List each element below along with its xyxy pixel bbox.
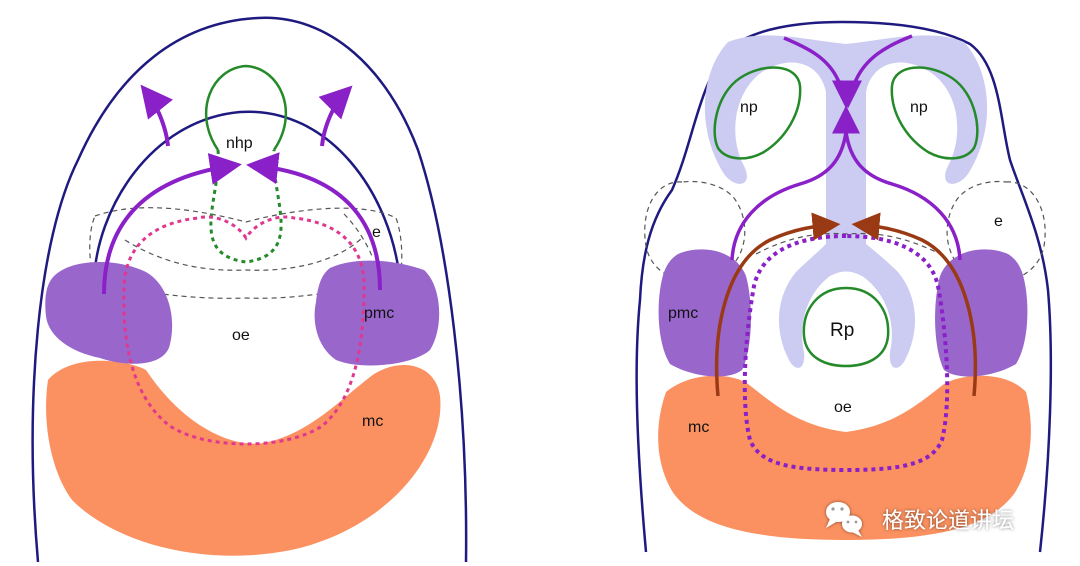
right-nasal-light-blue	[704, 35, 988, 368]
left-label-mc: mc	[362, 413, 383, 430]
left-crest-arrow-up-right	[318, 85, 353, 147]
right-oe-purple-dotted	[742, 233, 950, 473]
left-mc-region	[46, 360, 441, 556]
left-label-e: e	[372, 224, 381, 241]
left-label-pmc: pmc	[364, 305, 394, 322]
right-panel: np np e pmc Rp oe mc	[635, 20, 1053, 553]
left-eye-dashed-inner	[124, 237, 363, 271]
left-panel: nhp e pmc oe mc	[31, 16, 468, 563]
right-label-mc: mc	[688, 419, 709, 436]
left-pmc-left	[45, 261, 173, 364]
left-inner-outline	[92, 110, 402, 283]
right-label-e: e	[994, 213, 1003, 230]
watermark-text: 格致论道讲坛	[882, 509, 1014, 534]
right-crest-top-right	[834, 34, 913, 109]
right-rp-outline	[802, 286, 890, 368]
right-pmc-left	[658, 249, 751, 377]
left-crest-arrow-up-left	[140, 84, 173, 147]
right-np-left-outline	[713, 66, 802, 160]
left-crest-arrow-right	[246, 152, 382, 291]
right-label-rp: Rp	[830, 320, 854, 341]
right-crest-lower-left	[730, 105, 860, 261]
right-mc-region	[658, 375, 1031, 540]
watermark: 格致论道讲坛	[826, 502, 1014, 537]
right-mc-arrow-right	[851, 212, 978, 397]
right-mc-arrow-left	[714, 212, 841, 397]
right-label-pmc: pmc	[668, 305, 698, 322]
right-np-right-outline	[890, 66, 979, 160]
right-pmc-right	[935, 249, 1028, 377]
left-eye-dashed-right	[343, 213, 373, 257]
right-label-oe: oe	[834, 399, 852, 416]
left-crest-arrow-left	[102, 153, 242, 295]
left-label-nhp: nhp	[226, 135, 253, 152]
right-label-np-right: np	[910, 99, 928, 116]
wechat-icon	[826, 502, 862, 537]
right-crest-lower-right	[844, 131, 962, 261]
left-label-oe: oe	[232, 327, 250, 344]
left-nasal-green-solid	[204, 64, 288, 151]
left-head-outline	[31, 16, 468, 563]
left-pmc-right	[314, 260, 440, 366]
right-head-outline	[635, 20, 1053, 553]
right-label-np-left: np	[740, 99, 758, 116]
right-dashed-center	[755, 232, 941, 255]
